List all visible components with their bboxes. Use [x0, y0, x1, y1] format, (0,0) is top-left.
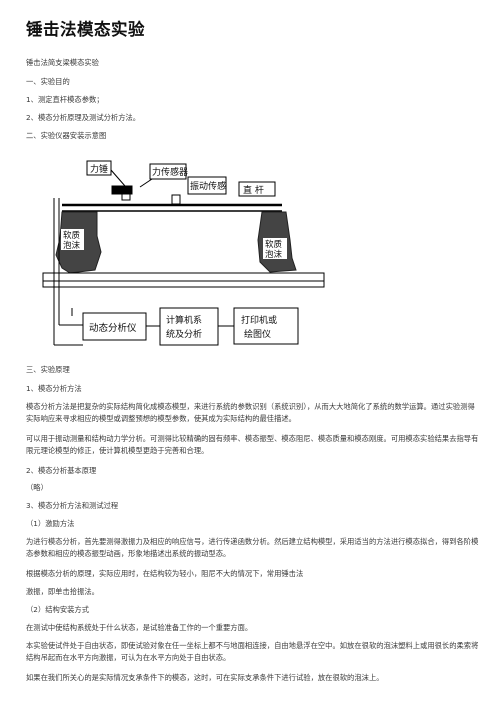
subsection-heading: 1、模态分析方法 [26, 384, 82, 393]
force-sensor-box [149, 163, 187, 180]
printer-box [233, 307, 299, 345]
hammer-label-box [86, 160, 112, 176]
foam-left-label-1: 软质 [63, 230, 81, 241]
paragraph: 根据模态分析的原理，实际应用时，在结构较为轻小，阻尼不大的情况下，常用锤击法 [26, 569, 304, 578]
foam-left-label-bg [61, 229, 84, 250]
rod-label: 直 杆 [243, 184, 264, 196]
hammer-label: 力锤 [90, 163, 108, 175]
paragraph: 激振，即单击拾振法。 [26, 587, 99, 596]
foam-right-label-bg [263, 238, 287, 259]
page-title: 锤击法模态实验 [26, 20, 145, 39]
printer-label-1: 打印机或 [241, 314, 277, 326]
subtitle: 锤击法简支梁模态实验 [26, 58, 99, 67]
analyzer-label: 动态分析仪 [89, 322, 137, 334]
foam-right-label-1: 软质 [265, 239, 283, 250]
vib-sensor-box [187, 176, 227, 195]
computer-label-1: 计算机系 [166, 314, 202, 326]
paragraph: 可以用于振动测量和结构动力学分析。可测得比较精确的固有频率、模态振型、模态阻尼、… [26, 434, 479, 455]
paragraph: 如果在我们所关心的是实际情况支承条件下的模态，这时，可在实际支承条件下进行试验，… [26, 673, 384, 682]
paragraph: 为进行模态分析，首先要测得激振力及相应的响应信号，进行传递函数分析。然后建立结构… [26, 537, 479, 558]
vib-sensor-label: 振动传感 [190, 180, 226, 192]
paragraph: 本实验使试件处于自由状态，即使试验对象在任一坐标上都不与地面相连接，自由地悬浮在… [26, 641, 479, 662]
section-heading: 二、实验仪器安装示意图 [26, 131, 107, 140]
aim-item: 2、模态分析原理及测试分析方法。 [26, 113, 141, 122]
printer-label-2: 绘图仪 [244, 328, 271, 340]
foam-left-label-2: 泡沫 [63, 240, 81, 251]
subsection-item: （1）激励方法 [26, 519, 75, 528]
section-heading: 一、实验目的 [26, 77, 70, 86]
aim-item: 1、测定直杆模态参数； [26, 95, 104, 104]
subsection-heading: 2、模态分析基本原理 [26, 466, 97, 475]
force-sensor-label: 力传感器 [152, 166, 188, 178]
subsection-heading: 3、模态分析方法和测试过程 [26, 501, 119, 510]
section-heading: 三、实验原理 [26, 365, 70, 374]
brief-note: （略） [26, 483, 48, 492]
paragraph: 模态分析方法是把复杂的实际结构简化成模态模型，来进行系统的参数识别（系统识别），… [26, 402, 475, 423]
subsection-item: （2）结构安装方式 [26, 605, 90, 614]
paragraph: 在测试中使结构系统处于什么状态，是试验准备工作的一个重要方面。 [26, 623, 253, 632]
foam-right-label-2: 泡沫 [265, 249, 283, 260]
computer-label-2: 统及分析 [166, 328, 202, 340]
rod-label-box [238, 181, 276, 197]
